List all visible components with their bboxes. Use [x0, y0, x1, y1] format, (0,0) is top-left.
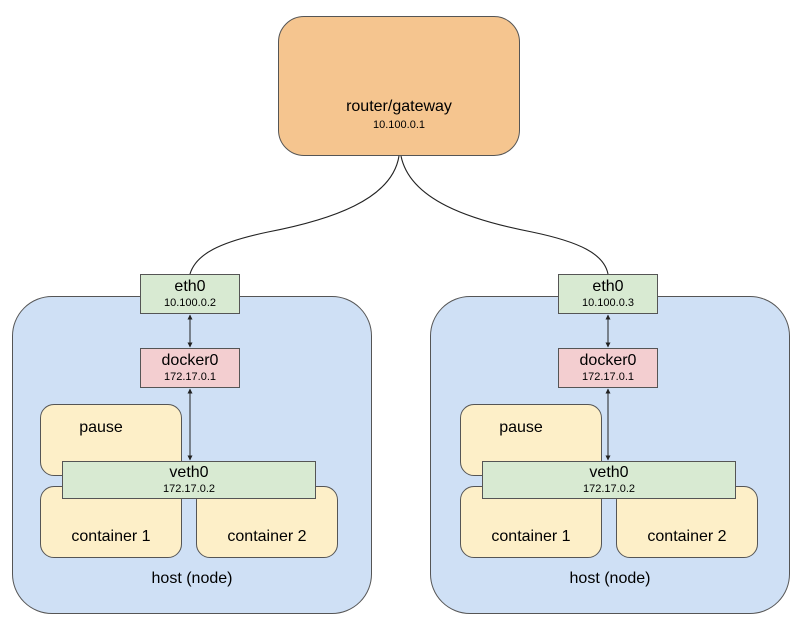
eth0-ip-host-1: 10.100.0.2: [164, 296, 216, 309]
router-ip: 10.100.0.1: [373, 119, 425, 132]
veth0-ip-host-2: 172.17.0.2: [583, 482, 635, 495]
docker0-bridge-host-2: docker0 172.17.0.1: [558, 348, 658, 388]
docker0-ip-host-2: 172.17.0.1: [582, 370, 634, 383]
veth0-ip-host-1: 172.17.0.2: [163, 482, 215, 495]
veth0-interface-host-2: veth0 172.17.0.2: [482, 461, 736, 499]
eth0-ip-host-2: 10.100.0.3: [582, 296, 634, 309]
eth0-interface-host-2: eth0 10.100.0.3: [558, 274, 658, 314]
container-1-label-host-2: container 1: [491, 527, 571, 545]
container-1-label-host-1: container 1: [71, 527, 151, 545]
veth0-name-host-2: veth0: [589, 464, 629, 482]
eth0-interface-host-1: eth0 10.100.0.2: [140, 274, 240, 314]
eth0-name-host-2: eth0: [592, 278, 624, 296]
eth0-name-host-1: eth0: [174, 278, 206, 296]
docker0-name-host-1: docker0: [161, 352, 219, 370]
router-name: router/gateway: [346, 97, 452, 115]
pause-label-1: pause: [79, 419, 123, 436]
docker0-name-host-2: docker0: [579, 352, 637, 370]
pause-label-2: pause: [499, 419, 543, 436]
host-label-2: host (node): [569, 570, 651, 587]
container-2-label-host-1: container 2: [227, 527, 307, 545]
docker0-bridge-host-1: docker0 172.17.0.1: [140, 348, 240, 388]
docker0-ip-host-1: 172.17.0.1: [164, 370, 216, 383]
veth0-name-host-1: veth0: [169, 464, 209, 482]
veth0-interface-host-1: veth0 172.17.0.2: [62, 461, 316, 499]
router-gateway-node: router/gateway 10.100.0.1: [278, 16, 520, 156]
link-router-to-eth0-host-1: [189, 155, 400, 275]
container-2-label-host-2: container 2: [647, 527, 727, 545]
host-label-1: host (node): [151, 570, 233, 587]
link-router-to-eth0-host-2: [400, 155, 609, 275]
